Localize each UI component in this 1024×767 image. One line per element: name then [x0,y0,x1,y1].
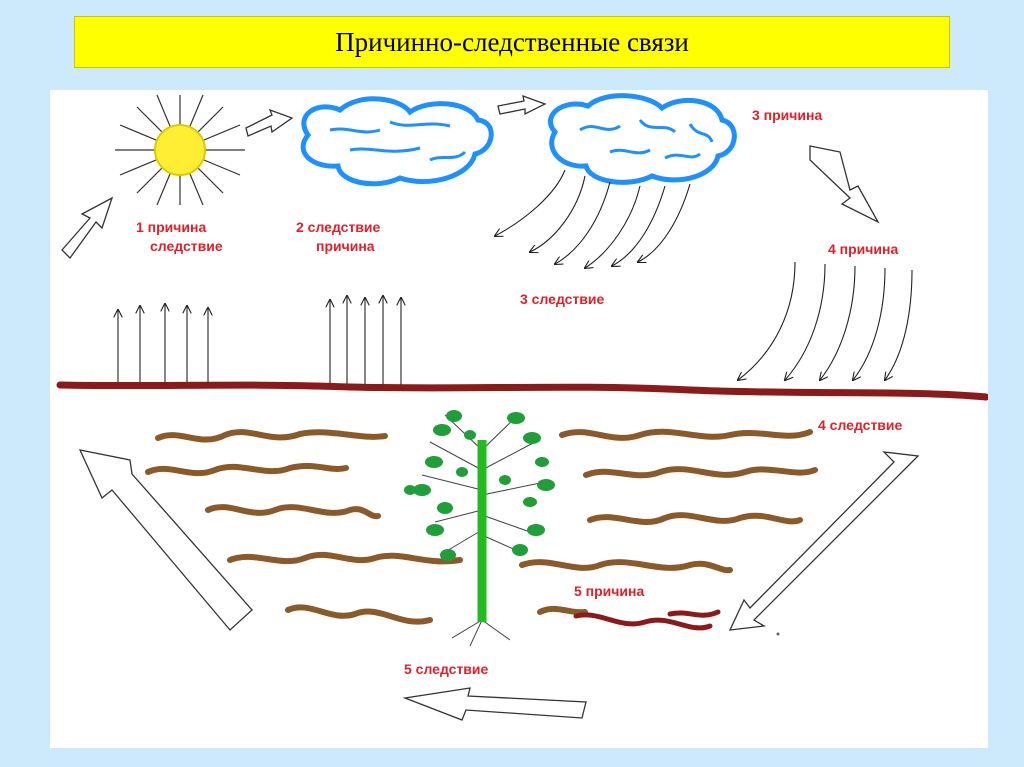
arrow-icon [402,687,587,721]
diagram-drawing [56,93,988,721]
arrow-icon [728,451,920,631]
soil-wave-dark [573,612,713,631]
title-bar: Причинно-следственные связи [74,16,950,68]
soil-waves [145,428,818,625]
label-5-effect: 5 следствие [404,661,489,677]
tree-icon [404,410,555,647]
slide-title: Причинно-следственные связи [335,26,689,57]
arrow-icon [497,94,547,116]
cloud-icon [300,96,494,187]
label-2-cause: причина [316,238,375,254]
label-3-cause: 3 причина [752,107,823,123]
cloud-icon [548,93,737,185]
evaporation-arrows [118,304,208,386]
arrow-icon [245,108,294,137]
label-5-cause: 5 причина [574,583,645,599]
arrow-icon [78,449,253,631]
sun-icon [115,94,245,206]
arrow-icon [61,196,114,259]
ground-line [56,381,988,401]
arrow-icon [809,145,880,224]
label-2-effect: 2 следствие [296,219,381,235]
label-3-effect: 3 следствие [520,291,605,307]
label-4-effect: 4 следствие [818,417,903,433]
rain-lines [495,169,691,268]
label-4-cause: 4 причина [828,241,899,257]
soil-wave-dark [667,609,721,618]
label-1-cause: 1 причина [136,219,207,235]
hollow-arrows [61,94,920,721]
evaporation-arrows [330,296,401,386]
dot [776,632,780,636]
diagram-canvas: 1 причина следствие 2 следствие причина … [50,90,988,748]
label-1-effect: следствие [150,238,223,254]
rain-lines [738,261,913,380]
